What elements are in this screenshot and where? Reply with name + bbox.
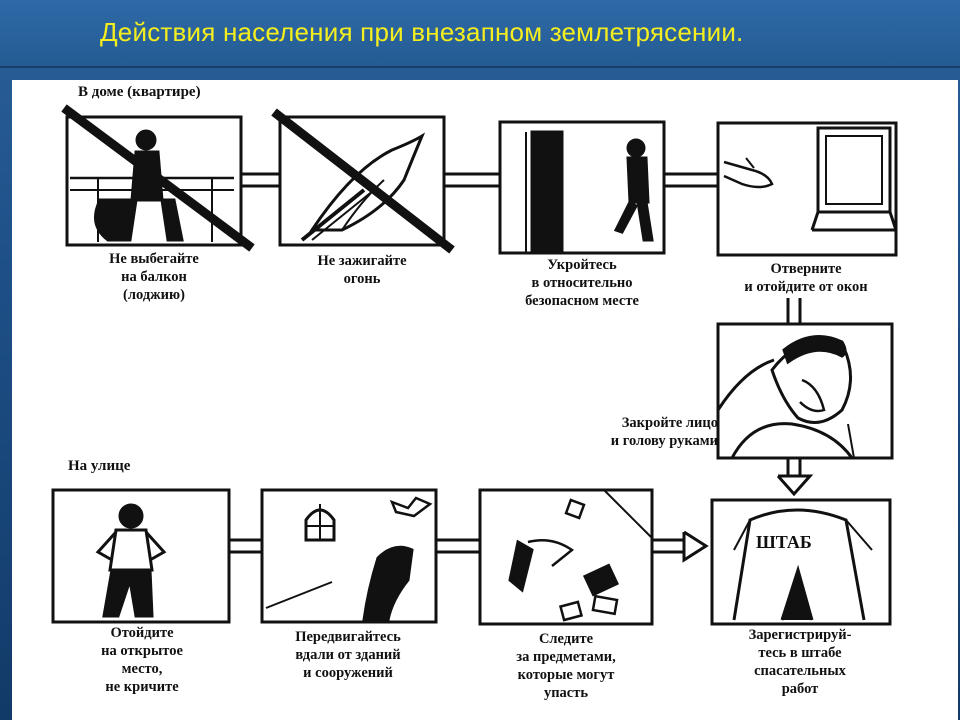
connector-2-3 bbox=[444, 172, 500, 188]
caption-line: за предметами, bbox=[516, 649, 616, 665]
caption-line: вдали от зданий bbox=[295, 647, 401, 663]
caption-line: на балкон bbox=[121, 269, 187, 285]
away-from-window-icon bbox=[716, 121, 898, 257]
caption-line: безопасном месте bbox=[525, 293, 639, 309]
connector-6-7 bbox=[229, 538, 262, 554]
caption-line: и голову руками bbox=[610, 433, 718, 449]
arrow-down-to-hq bbox=[776, 458, 814, 497]
away-from-buildings-icon bbox=[260, 488, 438, 624]
caption-line: работ bbox=[781, 681, 819, 697]
caption-line: на открытое bbox=[101, 643, 183, 659]
arrow-right-to-hq bbox=[652, 530, 709, 563]
caption-line: не кричите bbox=[105, 679, 179, 695]
cover-head-icon bbox=[716, 322, 894, 460]
caption-open-place: Отойдите на открытое место, не кричите bbox=[42, 624, 242, 696]
connector-3-4 bbox=[664, 172, 718, 188]
caption-line: (лоджию) bbox=[123, 287, 185, 303]
connector-1-2 bbox=[241, 172, 280, 188]
hq-tent-icon bbox=[710, 498, 892, 626]
shelter-doorway-icon bbox=[498, 120, 666, 255]
caption-line: Отойдите bbox=[110, 625, 174, 641]
caption-cover-head: Закройте лицо и голову руками bbox=[538, 414, 718, 450]
caption-line: и отойдите от окон bbox=[744, 279, 868, 295]
caption-line: Следите bbox=[538, 631, 594, 647]
section-label-street: На улице bbox=[68, 458, 131, 474]
caption-line: которые могут bbox=[517, 667, 615, 683]
caption-line: Отверните bbox=[770, 261, 842, 277]
slide-title: Действия населения при внезапном землетр… bbox=[100, 17, 744, 47]
caption-line: Закройте лицо bbox=[621, 415, 718, 431]
caption-away-from-window: Отверните и отойдите от окон bbox=[706, 260, 906, 296]
connector-7-8 bbox=[436, 538, 480, 554]
caption-line: и сооружений bbox=[303, 665, 393, 681]
diagram-panel: ШТАБ В доме (квартире) На улице Не выбег… bbox=[12, 80, 958, 720]
caption-line: Передвигайтесь bbox=[295, 629, 401, 645]
falling-objects-icon bbox=[478, 488, 654, 626]
tent-sign-label: ШТАБ bbox=[756, 532, 812, 552]
caption-line: Зарегистрируй- bbox=[748, 627, 852, 643]
caption-line: Не зажигайте bbox=[317, 253, 407, 269]
caption-line: спасательных bbox=[754, 663, 846, 679]
caption-line: в относительно bbox=[531, 275, 633, 291]
open-place-icon bbox=[51, 488, 231, 624]
caption-register-hq: Зарегистрируй- тесь в штабе спасательных… bbox=[700, 626, 900, 698]
caption-line: место, bbox=[121, 661, 163, 677]
no-balcony-icon bbox=[61, 104, 255, 252]
section-label-home: В доме (квартире) bbox=[78, 84, 201, 100]
caption-line: тесь в штабе bbox=[758, 645, 842, 661]
caption-shelter: Укройтесь в относительно безопасном мест… bbox=[482, 256, 682, 310]
caption-no-fire: Не зажигайте огонь bbox=[262, 252, 462, 288]
no-fire-icon bbox=[271, 108, 455, 254]
caption-falling-objects: Следите за предметами, которые могут упа… bbox=[466, 630, 666, 702]
caption-line: Укройтесь bbox=[547, 257, 617, 273]
flowchart-drawing: ШТАБ bbox=[51, 104, 898, 626]
caption-line: Не выбегайте bbox=[109, 251, 199, 267]
caption-line: огонь bbox=[343, 271, 381, 287]
caption-no-balcony: Не выбегайте на балкон (лоджию) bbox=[54, 250, 254, 304]
caption-line: упасть bbox=[543, 685, 589, 701]
connector-4-5 bbox=[786, 298, 802, 323]
title-bar: Действия населения при внезапном землетр… bbox=[0, 0, 960, 68]
caption-away-from-buildings: Передвигайтесь вдали от зданий и сооруже… bbox=[248, 628, 448, 682]
